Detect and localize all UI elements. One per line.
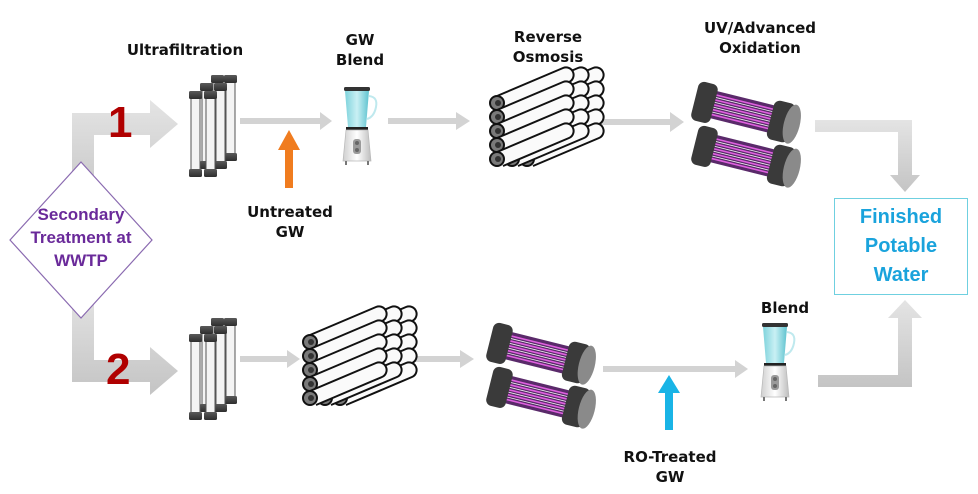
blender-icon xyxy=(342,86,378,166)
path1-arrow-ro-to-uv xyxy=(598,112,684,132)
path1-arrow-uf-to-blend xyxy=(240,112,332,130)
path1-arrow-uv-to-output xyxy=(815,120,920,192)
ultrafiltration-modules-icon xyxy=(188,317,238,421)
uv-reactor-icon xyxy=(690,81,804,190)
output-node: Finished Potable Water xyxy=(834,198,968,295)
path2-arrow-blend-to-output xyxy=(818,300,922,387)
output-node-label: Finished Potable Water xyxy=(859,206,943,286)
path2-arrow-ro-to-uv xyxy=(400,350,474,368)
path-number-2: 2 xyxy=(106,345,131,394)
input-label-ro-treated-gw: RO-Treated GW xyxy=(623,448,717,486)
path1-branch-arrow xyxy=(72,100,178,210)
ultrafiltration-modules-icon xyxy=(188,74,238,178)
source-node-label: Secondary Treatment at WWTP xyxy=(30,205,132,270)
path2-branch-arrow xyxy=(72,290,178,395)
step-label-uv-advanced-oxidation: UV/Advanced Oxidation xyxy=(704,19,816,57)
path-number-1: 1 xyxy=(108,98,133,147)
path1-arrow-blend-to-ro xyxy=(388,112,470,130)
blender-icon xyxy=(760,322,796,402)
source-diamond xyxy=(9,161,153,319)
reverse-osmosis-membranes-icon xyxy=(303,306,417,405)
input-label-untreated-gw: Untreated GW xyxy=(247,203,333,241)
ro-treated-gw-arrow xyxy=(658,375,680,430)
uv-reactor-icon xyxy=(485,322,599,431)
reverse-osmosis-membranes-icon xyxy=(490,67,604,166)
step-label-blend: Blend xyxy=(760,299,810,317)
step-label-gw-blend: GW Blend xyxy=(335,31,385,69)
path2-arrow-uf-to-ro xyxy=(240,350,300,368)
step-label-ultrafiltration: Ultrafiltration xyxy=(126,41,244,59)
step-label-reverse-osmosis: Reverse Osmosis xyxy=(512,28,584,66)
path2-arrow-uv-to-blend xyxy=(603,360,748,378)
untreated-gw-arrow xyxy=(278,130,300,188)
